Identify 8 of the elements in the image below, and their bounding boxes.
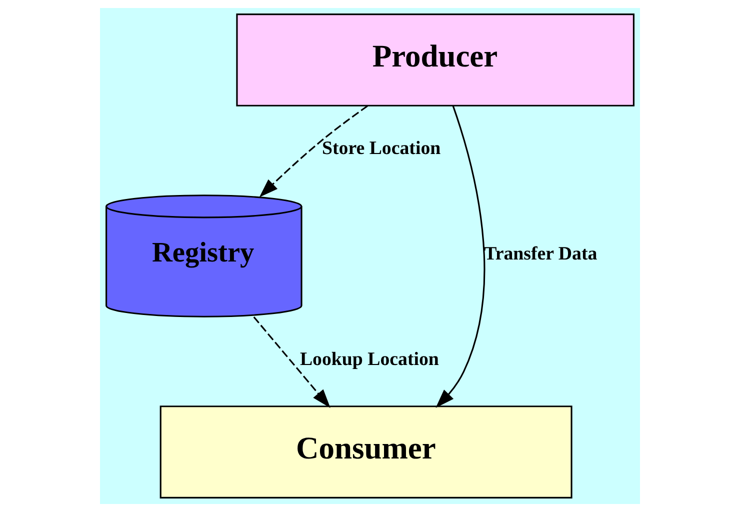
edge-label: Transfer Data [484, 243, 597, 264]
arrow [252, 316, 330, 408]
arrow [258, 105, 368, 198]
edge-label: Store Location [321, 138, 440, 159]
node-box: Producer [236, 14, 634, 106]
arrow [435, 105, 485, 408]
edge-label: Lookup Location [299, 348, 438, 370]
node-box: Consumer [159, 406, 572, 498]
